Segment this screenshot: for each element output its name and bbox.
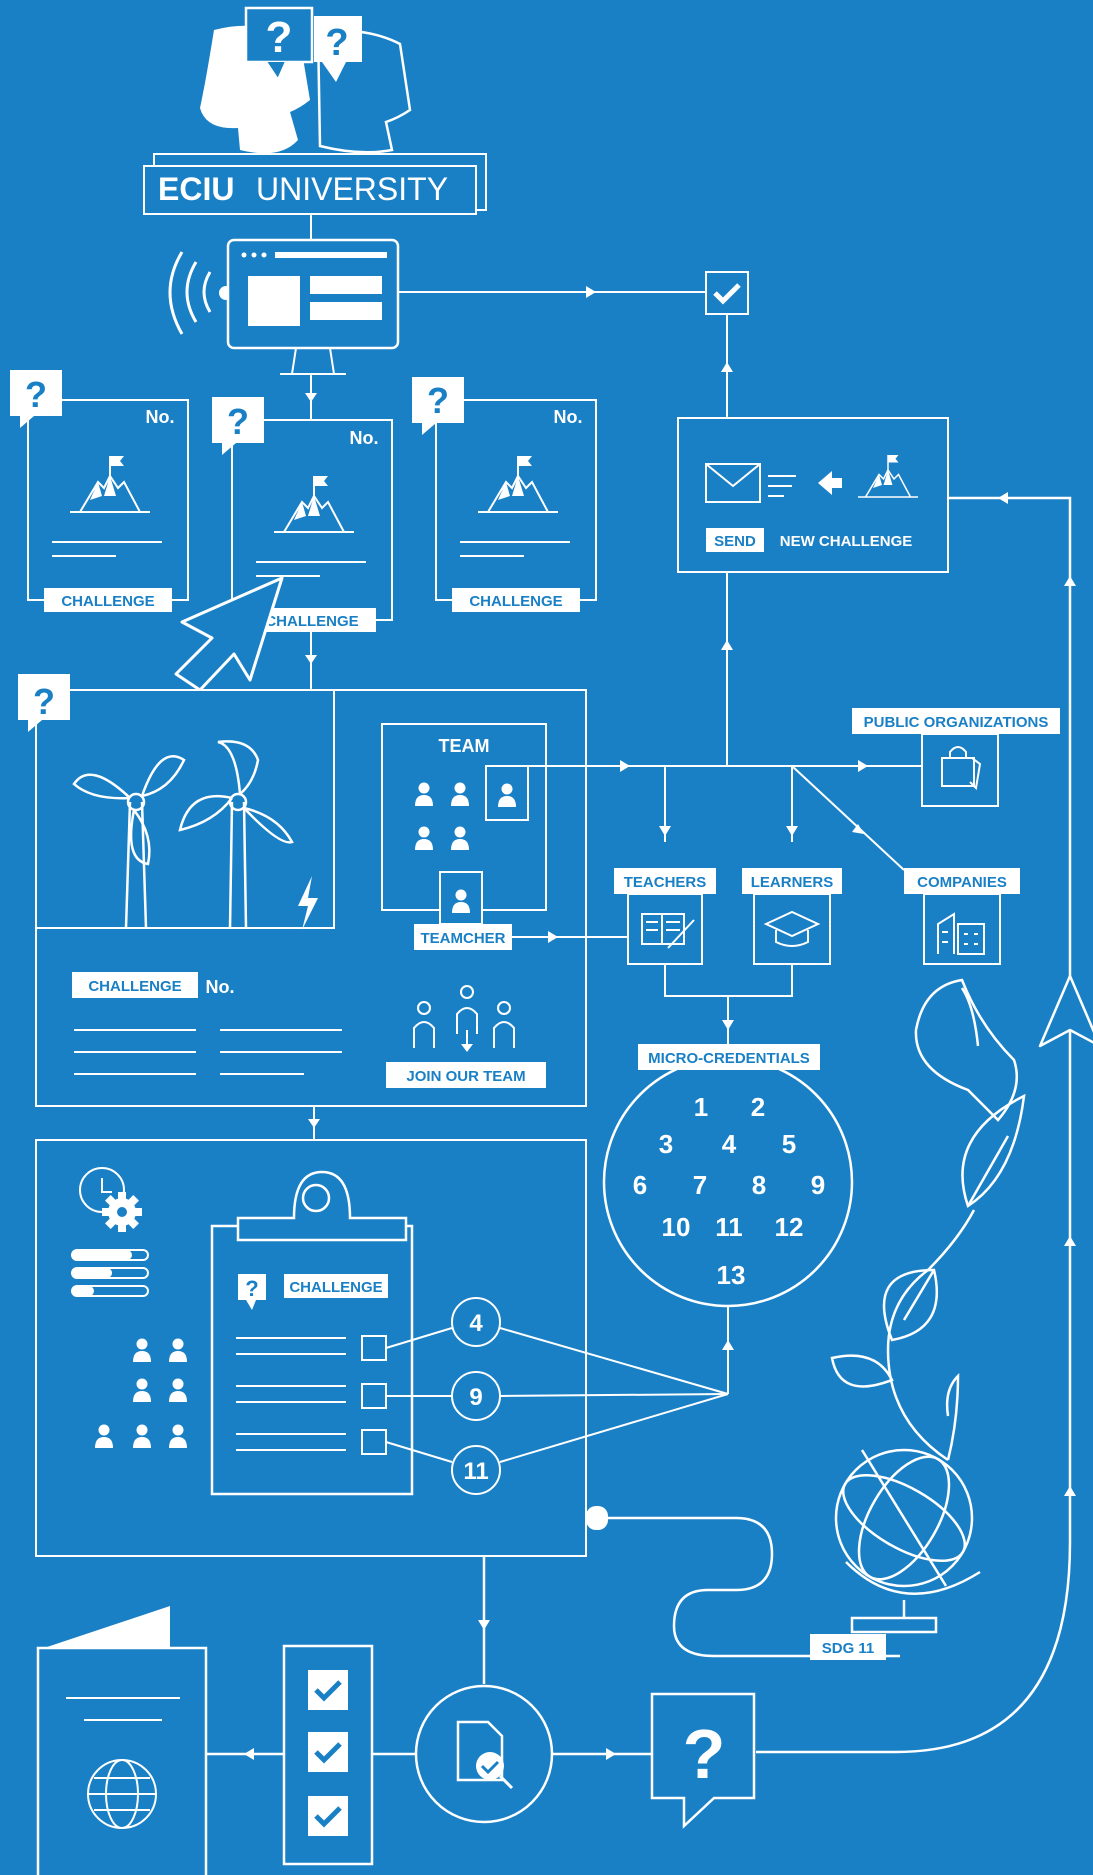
cursor-arrow-icon (174, 576, 284, 692)
sdg-label: SDG 11 (822, 1640, 875, 1657)
wind-turbine-icon (72, 740, 294, 929)
question-mark: ? (245, 1276, 258, 1301)
shopping-bag-icon (941, 746, 982, 791)
question-mark: ? (266, 13, 293, 62)
credential-13: 13 (717, 1260, 746, 1290)
svg-text:9: 9 (469, 1384, 482, 1411)
card-challenge-label: CHALLENGE (469, 593, 562, 610)
selected-credential-11: 11 (451, 1445, 501, 1495)
selected-credential-9: 9 (451, 1371, 501, 1421)
public-organizations-label: PUBLIC ORGANIZATIONS (864, 714, 1049, 731)
teachers-node[interactable]: TEACHERS (614, 868, 716, 965)
question-mark: ? (325, 22, 348, 64)
credential-4: 4 (722, 1129, 737, 1159)
university-name-bold: ECIU (158, 171, 234, 207)
question-mark: ? (33, 681, 55, 722)
micro-credentials-node: MICRO-CREDENTIALS 1 2 3 4 5 6 7 8 9 10 1… (602, 1044, 854, 1308)
card-number-label: No. (146, 407, 175, 427)
learners-node[interactable]: LEARNERS (742, 868, 842, 965)
university-name-light: UNIVERSITY (256, 171, 448, 207)
clipboard-challenge-label: CHALLENGE (289, 1279, 382, 1296)
credential-3: 3 (659, 1129, 673, 1159)
send-label: SEND (714, 533, 756, 550)
team-title: TEAM (439, 736, 490, 756)
document-search-icon (414, 1684, 554, 1824)
browser-monitor-icon (226, 238, 400, 375)
learners-label: LEARNERS (751, 874, 834, 891)
credential-8: 8 (752, 1170, 766, 1200)
card-number-label: No. (554, 407, 583, 427)
checkbox[interactable] (361, 1383, 387, 1409)
svg-text:4: 4 (469, 1310, 483, 1337)
challenge-detail-panel: ? TEAM TEAMCHER CHALLENGE No. (18, 674, 587, 1107)
companies-label: COMPANIES (917, 874, 1007, 891)
join-team-button[interactable] (386, 1062, 546, 1088)
selected-credential-4: 4 (451, 1297, 501, 1347)
credential-7: 7 (693, 1170, 707, 1200)
credential-6: 6 (633, 1170, 647, 1200)
passport-globe-icon (36, 1606, 208, 1875)
challenge-card-3[interactable]: ? No. CHALLENGE (412, 377, 597, 612)
credential-1: 1 (694, 1092, 708, 1122)
checklist-column (282, 1644, 374, 1866)
checkmark-icon (705, 271, 749, 315)
university-logo: ECIU UNIVERSITY (143, 153, 487, 215)
buildings-icon (937, 912, 985, 955)
credential-10: 10 (662, 1212, 691, 1242)
book-icon (641, 913, 695, 949)
challenge-work-panel: ? CHALLENGE (35, 1139, 587, 1557)
question-mark: ? (227, 401, 249, 442)
question-mark: ? (427, 380, 449, 421)
micro-credentials-title: MICRO-CREDENTIALS (648, 1050, 810, 1067)
credential-5: 5 (782, 1129, 796, 1159)
checkbox[interactable] (361, 1335, 387, 1361)
question-mark: ? (683, 1715, 726, 1793)
new-challenge-label: NEW CHALLENGE (780, 533, 913, 550)
detail-number-label: No. (206, 977, 235, 997)
question-bubble-icon: ? (650, 1692, 756, 1829)
plant-leaf-icon (830, 978, 1026, 1462)
companies-node[interactable]: COMPANIES (904, 868, 1020, 965)
question-mark: ? (25, 374, 47, 415)
teachers-label: TEACHERS (624, 874, 707, 891)
card-challenge-label: CHALLENGE (265, 613, 358, 630)
public-organizations-node[interactable]: PUBLIC ORGANIZATIONS (852, 708, 1060, 807)
card-number-label: No. (350, 428, 379, 448)
credential-12: 12 (775, 1212, 804, 1242)
thinking-heads-icon: ? ? (200, 6, 412, 154)
graduation-cap-icon (763, 910, 821, 947)
paper-plane-icon (1038, 974, 1093, 1048)
envelope-icon (705, 463, 796, 503)
challenge-card-1[interactable]: ? No. CHALLENGE (10, 370, 189, 612)
gear-icon (102, 1192, 142, 1232)
svg-text:11: 11 (463, 1458, 488, 1485)
lightning-icon (298, 876, 318, 930)
credential-9: 9 (811, 1170, 825, 1200)
credential-2: 2 (751, 1092, 765, 1122)
progress-bars-icon (71, 1249, 149, 1297)
credential-11: 11 (715, 1212, 743, 1242)
send-new-challenge-box[interactable]: SEND NEW CHALLENGE (677, 417, 949, 573)
join-team-label: JOIN OUR TEAM (406, 1068, 525, 1085)
card-challenge-label: CHALLENGE (61, 593, 154, 610)
checkbox[interactable] (361, 1429, 387, 1455)
detail-challenge-label: CHALLENGE (88, 978, 181, 995)
teamcher-label: TEAMCHER (421, 930, 506, 947)
globe-icon (834, 1448, 981, 1634)
